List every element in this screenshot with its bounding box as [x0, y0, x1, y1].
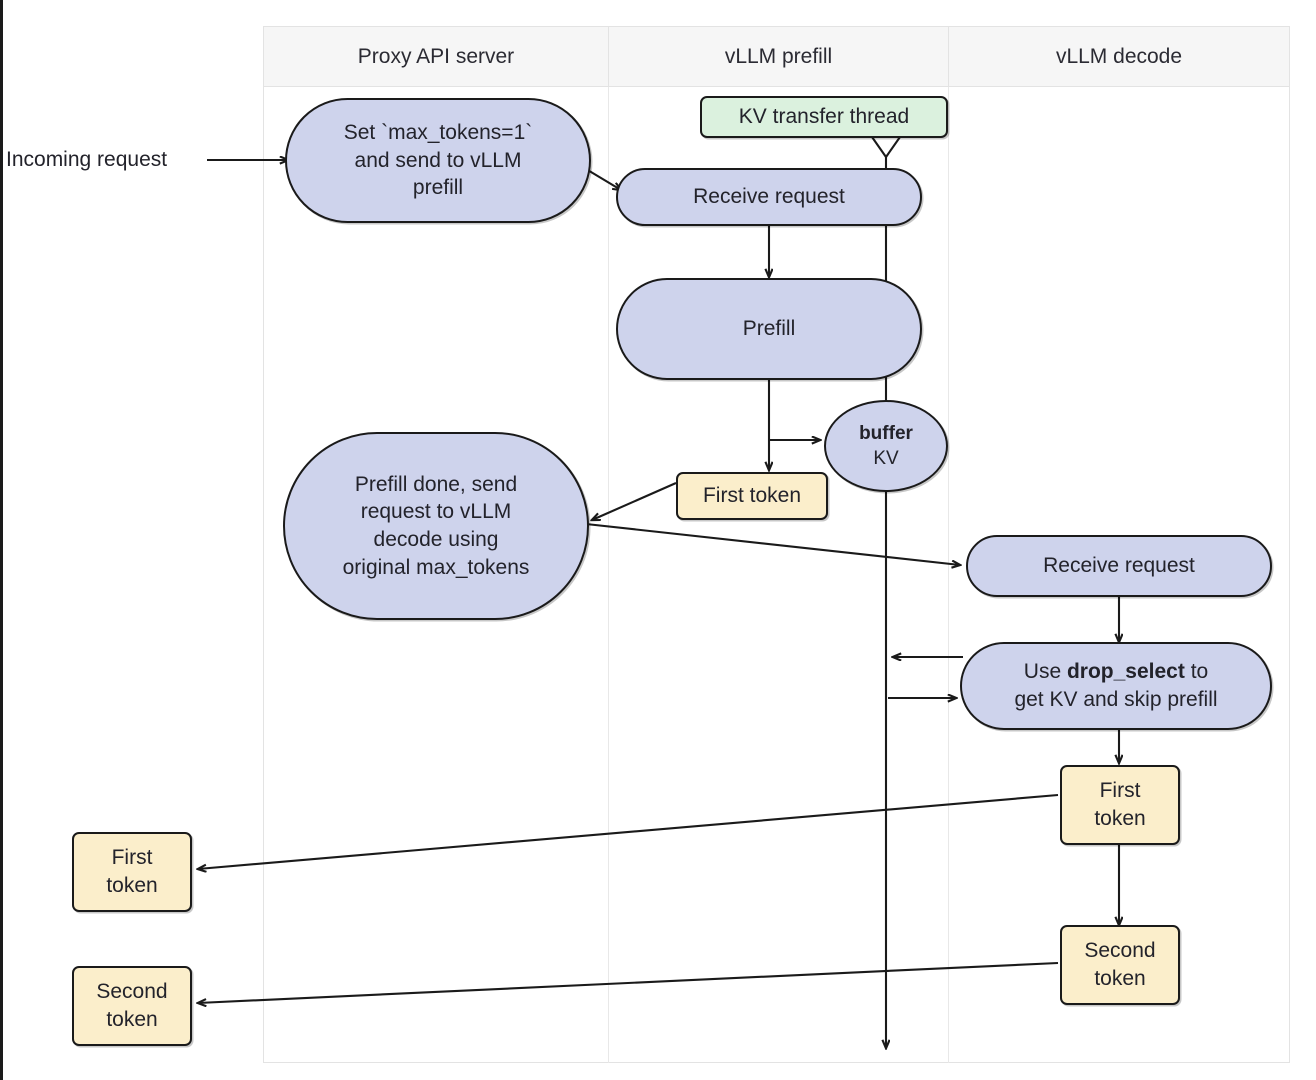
node-prefill-first-token[interactable]: First token [676, 472, 828, 520]
node-kv-transfer-thread-label: KV transfer thread [738, 105, 910, 129]
node-prefill-done[interactable]: Prefill done, send request to vLLM decod… [283, 432, 589, 620]
node-buffer-kv[interactable]: buffer KV [824, 400, 948, 492]
node-set-max-tokens[interactable]: Set `max_tokens=1` and send to vLLM pref… [285, 98, 591, 223]
node-set-max-tokens-line1: Set `max_tokens=1` [343, 120, 533, 144]
node-buffer-kv-label: buffer [859, 422, 913, 444]
node-kv-transfer-thread-note: KV transfer thread [700, 96, 948, 138]
edge-prefill-done-to-decode-receive [585, 522, 960, 565]
node-decode-second-token-line2: token [1094, 967, 1146, 990]
node-decode-receive-request-label: Receive request [1043, 554, 1195, 578]
node-drop-select-line1-post: to [1184, 660, 1209, 684]
note-tail-kv-transfer [871, 136, 901, 159]
node-drop-select-line1: Use drop_select to [1024, 658, 1208, 686]
node-prefill-receive-request-label: Receive request [693, 185, 845, 209]
node-out-second-token-line1: Second [96, 980, 168, 1004]
node-out-second-token[interactable]: Second token [72, 966, 192, 1046]
node-prefill-done-line2: request to vLLM [360, 500, 512, 524]
node-out-first-token-line2: token [106, 874, 158, 897]
node-prefill-done-line3: decode using [373, 528, 499, 551]
node-prefill-done-line4: original max_tokens [342, 555, 530, 579]
node-prefill[interactable]: Prefill [616, 278, 922, 380]
lane-divider-proxy-prefill [608, 87, 609, 1063]
node-prefill-label: Prefill [742, 317, 796, 341]
lane-header-decode: vLLM decode [949, 27, 1289, 86]
node-prefill-receive-request[interactable]: Receive request [616, 168, 922, 226]
node-buffer-kv-sublabel: KV [873, 448, 899, 469]
lane-header-decode-label: vLLM decode [1055, 44, 1183, 68]
node-drop-select-line2: get KV and skip prefill [1014, 688, 1218, 711]
lane-header-prefill: vLLM prefill [609, 27, 949, 86]
node-drop-select[interactable]: Use drop_select to get KV and skip prefi… [960, 642, 1272, 730]
node-decode-first-token-line2: token [1094, 807, 1146, 830]
node-drop-select-line1-bold: drop_select [1066, 660, 1185, 684]
node-set-max-tokens-line3: prefill [412, 176, 464, 200]
node-decode-first-token[interactable]: First token [1060, 765, 1180, 845]
node-out-first-token[interactable]: First token [72, 832, 192, 912]
node-set-max-tokens-line2: and send to vLLM [354, 148, 522, 172]
node-prefill-done-line1: Prefill done, send [354, 472, 518, 496]
lane-header-prefill-label: vLLM prefill [724, 44, 833, 68]
lane-header-row: Proxy API server vLLM prefill vLLM decod… [264, 27, 1289, 87]
node-out-first-token-line1: First [111, 846, 153, 870]
node-decode-second-token[interactable]: Second token [1060, 925, 1180, 1005]
node-drop-select-line1-pre: Use [1023, 660, 1067, 684]
node-prefill-first-token-label: First token [702, 484, 802, 508]
lane-header-proxy-label: Proxy API server [357, 44, 515, 68]
edge-decode-first-token-to-out-first-token [198, 793, 1059, 869]
lane-header-proxy: Proxy API server [264, 27, 609, 86]
incoming-request-label: Incoming request [6, 148, 168, 171]
node-decode-second-token-line1: Second [1084, 939, 1156, 963]
edge-decode-second-token-to-out-second-token [198, 961, 1059, 1003]
edge-prefill-first-token-to-prefill-done [592, 482, 677, 520]
lane-divider-prefill-decode [948, 87, 949, 1063]
node-decode-first-token-line1: First [1099, 779, 1141, 803]
node-out-second-token-line2: token [106, 1008, 158, 1031]
node-decode-receive-request[interactable]: Receive request [966, 535, 1272, 597]
